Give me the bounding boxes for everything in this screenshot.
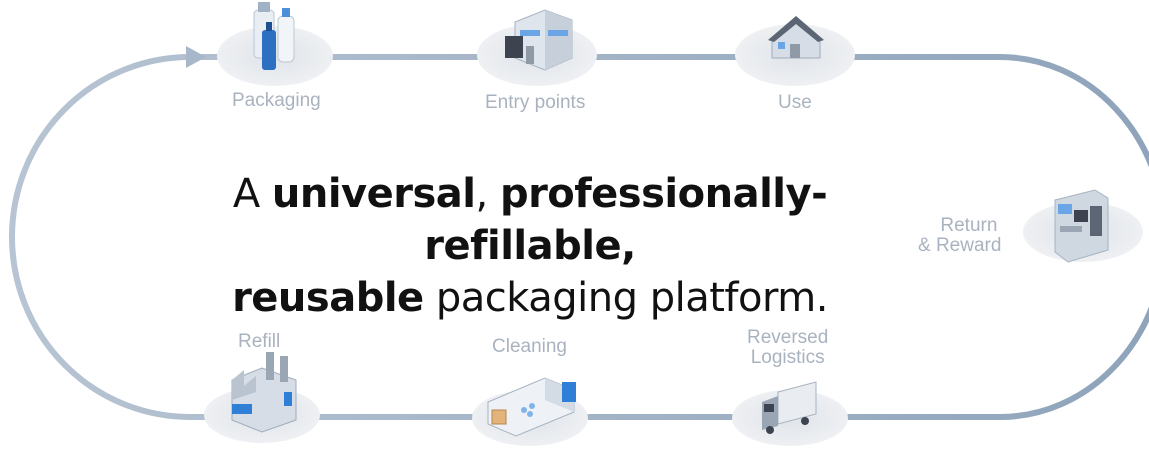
store-building-icon (505, 9, 573, 71)
bottles-icon (253, 2, 295, 70)
cycle-loop (9, 54, 1149, 420)
stage-label-reversed-logistics: Reversed Logistics (747, 327, 829, 368)
stage-label-use: Use (778, 92, 812, 113)
stage-label-refill: Refill (238, 331, 281, 352)
headline-emphasis-refillable: professionally-refillable, (424, 171, 828, 269)
factory-icon (231, 352, 297, 433)
stage-label-return-reward: Return & Reward (918, 215, 1002, 256)
stage-label-entry-points: Entry points (485, 92, 586, 113)
delivery-truck-icon (762, 381, 817, 434)
headline-emphasis-reusable: reusable (232, 275, 424, 321)
headline-emphasis-universal: universal (271, 171, 476, 217)
return-kiosk-icon (1054, 189, 1109, 263)
headline: A universal, professionally-refillable,r… (232, 171, 828, 321)
cycle-arrow-icon (186, 46, 206, 68)
stage-label-packaging: Packaging (232, 90, 321, 111)
cleaning-machine-icon (487, 377, 576, 437)
stage-label-cleaning: Cleaning (492, 336, 567, 357)
house-icon (768, 16, 824, 59)
